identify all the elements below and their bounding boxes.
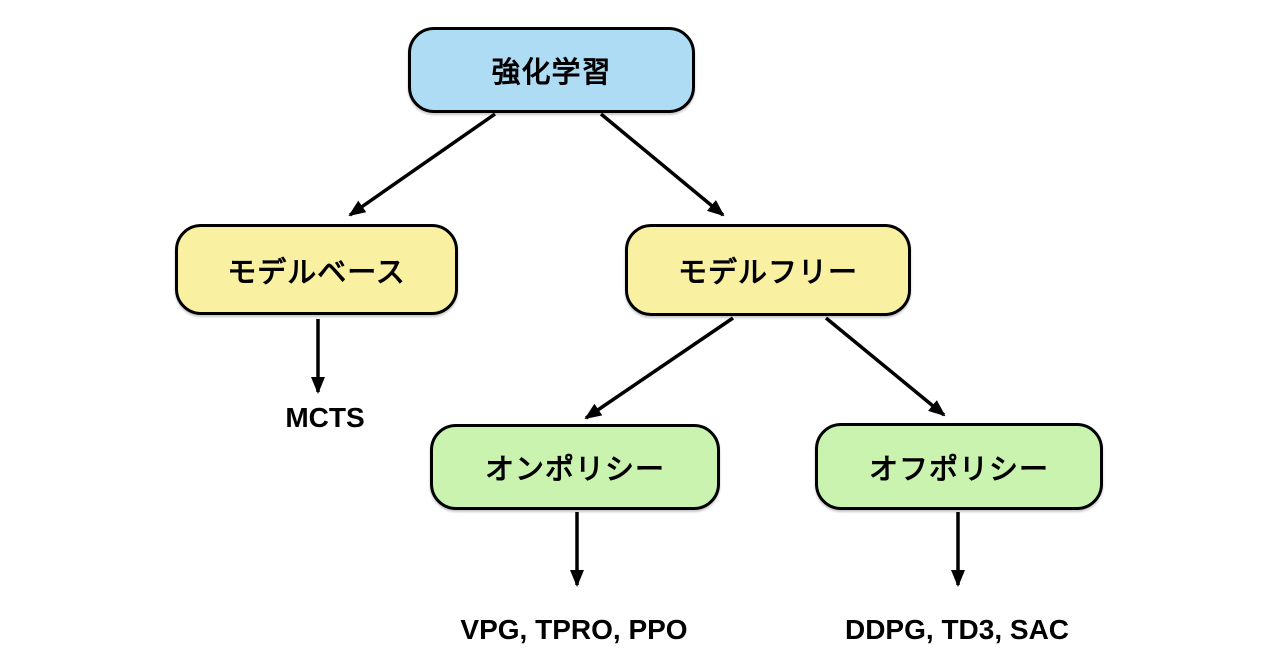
label-mcts: MCTS (285, 402, 365, 433)
edge-model-free-to-off-policy (824, 316, 946, 417)
label-on-policy-algorithms: VPG, TPRO, PPO (460, 614, 688, 645)
node-off-policy: オフポリシー (815, 423, 1103, 510)
node-reinforcement-learning: 強化学習 (408, 27, 695, 113)
edge-root-to-model-free (599, 112, 725, 217)
edge-root-to-model-based (348, 112, 497, 217)
node-model-based: モデルベース (175, 224, 458, 315)
node-on-policy: オンポリシー (430, 424, 720, 510)
label-off-policy-algorithms: DDPG, TD3, SAC (844, 614, 1070, 645)
node-model-free: モデルフリー (625, 224, 911, 316)
edge-model-free-to-on-policy (584, 316, 734, 420)
